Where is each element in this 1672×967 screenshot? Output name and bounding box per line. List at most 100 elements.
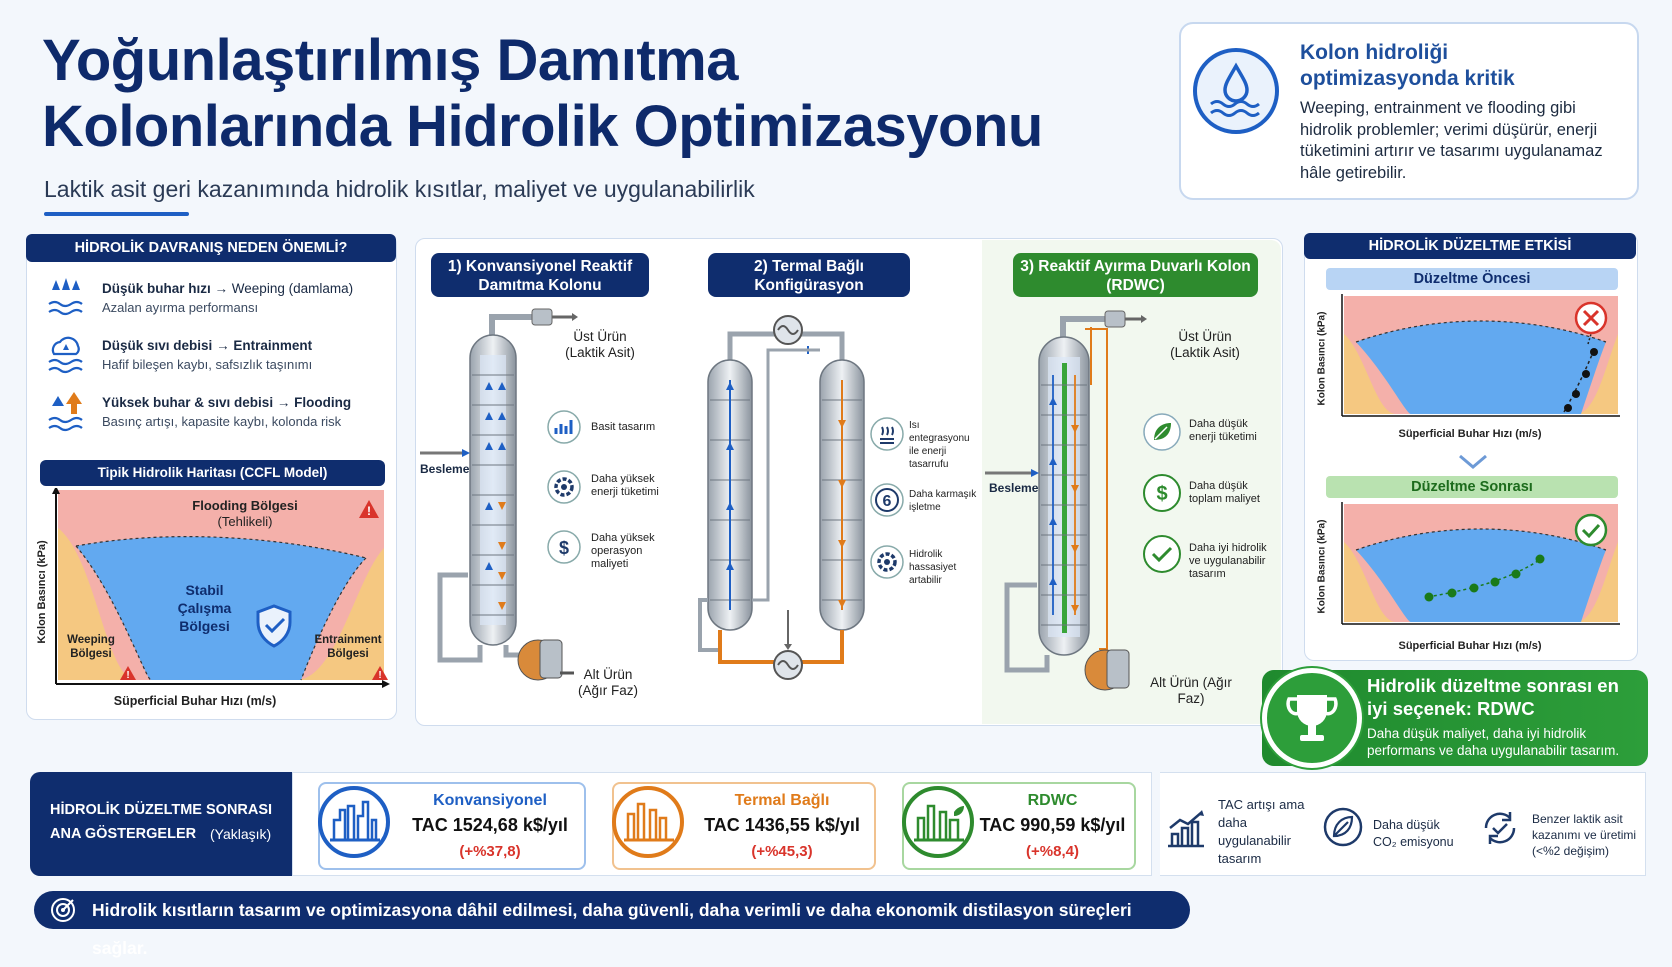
kpi-label-main: HİDROLİK DÜZELTME SONRASI ANA GÖSTERGELE… [50, 802, 273, 842]
kpi-extras-band [1160, 772, 1646, 876]
issue-3-effect: Flooding [294, 395, 352, 410]
svg-text:$: $ [559, 538, 569, 558]
rdwc-highlight-bg [982, 240, 1281, 724]
svg-text:!: ! [378, 670, 381, 681]
chevron-down-icon [1458, 454, 1488, 475]
config-3-bottom-product: Alt Ürün (Ağır Faz) [1150, 675, 1232, 706]
ccfl-stable-zone: Stabil Çalışma Bölgesi [177, 582, 232, 634]
kpi-2-pct: (+%45,3) [751, 843, 813, 860]
after-label: Düzeltme Sonrası [1326, 476, 1618, 498]
ccfl-entrainment-zone: Entrainment Bölgesi [314, 634, 382, 660]
ccfl-map-title: Tipik Hidrolik Haritası (CCFL Model) [40, 460, 385, 486]
config-1-feed: Besleme [420, 462, 470, 476]
complexity-icon: 6 [870, 483, 904, 522]
bar-chart-up-icon [1164, 806, 1208, 855]
ccfl-x-label: Süperficial Buhar Hızı (m/s) [113, 694, 277, 708]
before-y-label: Kolon Basıncı (kPa) [1316, 311, 1328, 406]
issue-1-cause-row: Düşük buhar hızı → Weeping (damlama) [102, 281, 354, 296]
config-3-feed: Besleme [989, 481, 1039, 495]
svg-text:!: ! [126, 670, 129, 681]
after-chart [1326, 502, 1620, 637]
target-icon [50, 897, 76, 936]
gear-icon [547, 470, 581, 509]
config-2-note-3: Hidrolik hassasiyet artabilir [909, 549, 957, 586]
kpi-label-note: (Yaklaşık) [210, 826, 272, 842]
right-panel-title: HİDROLİK DÜZELTME ETKİSİ [1304, 233, 1636, 259]
callout-heading: Kolon hidroliği optimizasyonda kritik [1300, 41, 1515, 90]
issue-3-desc: Basınç artışı, kapasite kaybı, kolonda r… [102, 414, 342, 429]
best-option-heading: Hidrolik düzeltme sonrası en iyi seçenek… [1367, 675, 1619, 719]
dollar-icon: $ [547, 530, 581, 569]
issue-2-cause: Düşük sıvı debisi [102, 338, 213, 353]
refinery-blue-icon [318, 786, 390, 858]
footer-bar: Hidrolik kısıtların tasarım ve optimizas… [34, 891, 1190, 958]
issue-2-effect: Entrainment [233, 338, 313, 353]
dollar-green-icon: $ [1143, 474, 1181, 517]
svg-text:$: $ [1156, 483, 1167, 505]
leaf-icon [1143, 413, 1181, 456]
title-underline [44, 212, 189, 216]
config-1-note-2: Daha yüksek enerji tüketimi [591, 473, 659, 498]
kpi-3-tac: TAC 990,59 k$/yıl [979, 815, 1126, 835]
config-3-top-product: Üst Ürün (Laktik Asit) [1170, 329, 1240, 360]
ccfl-weeping-zone: Weeping Bölgesi [67, 634, 115, 660]
check-icon [1143, 535, 1181, 578]
config-3-note-1: Daha düşük enerji tüketimi [1189, 418, 1257, 443]
kpi-1-tac: TAC 1524,68 k$/yıl [412, 815, 568, 835]
config-1-bottom-product: Alt Ürün (Ağır Faz) [577, 667, 638, 698]
kpi-3-pct: (+%8,4) [1026, 843, 1079, 860]
best-option-text: Daha düşük maliyet, daha iyi hidrolik pe… [1367, 726, 1620, 758]
kpi-3-name: RDWC [1027, 792, 1078, 809]
before-x-label: Süperficial Buhar Hızı (m/s) [1398, 428, 1542, 440]
cycle-check-icon [1478, 806, 1522, 855]
kpi-2-tac: TAC 1436,55 k$/yıl [704, 815, 860, 835]
config-1-note-3: Daha yüksek operasyon maliyeti [591, 532, 655, 570]
kpi-1-name: Konvansiyonel [433, 792, 547, 809]
rdwc-column-diagram [985, 305, 1165, 710]
extra-3: Benzer laktik asit kazanımı ve üretimi (… [1532, 812, 1637, 858]
config-1-note-1: Basit tasarım [591, 421, 656, 433]
page-title: Yoğunlaştırılmış Damıtma Kolonlarında Hi… [42, 28, 1043, 159]
after-y-label: Kolon Basıncı (kPa) [1316, 519, 1328, 614]
before-label: Düzeltme Öncesi [1326, 268, 1618, 290]
flooding-icon [46, 390, 86, 439]
before-chart [1326, 294, 1620, 429]
page-subtitle: Laktik asit geri kazanımında hidrolik kı… [44, 176, 755, 202]
ccfl-map: ! ! ! [36, 486, 391, 703]
config-2-title: 2) Termal Bağlı Konfigürasyon [708, 253, 910, 297]
leaf-circle-icon [1322, 806, 1364, 853]
thermally-coupled-diagram [690, 310, 880, 695]
issue-2-cause-row: Düşük sıvı debisi → Entrainment [102, 338, 313, 353]
kpi-label-block: HİDROLİK DÜZELTME SONRASI ANA GÖSTERGELE… [30, 772, 292, 876]
issue-2-desc: Hafif bileşen kaybı, safsızlık taşınımı [102, 357, 313, 372]
config-1-top-product: Üst Ürün (Laktik Asit) [565, 329, 635, 360]
water-drop-icon [1193, 48, 1279, 134]
issue-3-cause-row: Yüksek buhar & sıvı debisi → Flooding [102, 395, 352, 410]
svg-text:6: 6 [883, 493, 892, 510]
left-panel-title: HİDROLİK DAVRANIŞ NEDEN ÖNEMLİ? [26, 234, 396, 262]
heat-integration-icon [870, 417, 904, 456]
simple-design-icon [547, 410, 581, 449]
callout-text: Weeping, entrainment ve flooding gibi hi… [1300, 99, 1603, 182]
extra-2: Daha düşük CO₂ emisyonu [1373, 818, 1454, 849]
config-2-note-1: Isı entegrasyonu ile enerji tasarrufu [909, 420, 970, 470]
refinery-green-icon [902, 786, 974, 858]
kpi-1-pct: (+%37,8) [459, 843, 521, 860]
footer-text: Hidrolik kısıtların tasarım ve optimizas… [92, 900, 1132, 958]
issue-1-cause: Düşük buhar hızı [102, 281, 211, 296]
ccfl-y-label: Kolon Basıncı (kPa) [36, 540, 48, 644]
svg-text:!: ! [367, 504, 371, 518]
conventional-column-diagram [420, 305, 590, 700]
ccfl-flooding-zone: Flooding Bölgesi(Tehlikeli) [192, 498, 298, 529]
trophy-icon [1262, 668, 1362, 768]
config-1-title: 1) Konvansiyonel Reaktif Damıtma Kolonu [431, 253, 649, 297]
sensitivity-gear-icon [870, 545, 904, 584]
issue-3-cause: Yüksek buhar & sıvı debisi [102, 395, 274, 410]
weeping-icon [46, 276, 86, 323]
refinery-orange-icon [612, 786, 684, 858]
issue-1-effect: Weeping (damlama) [231, 281, 354, 296]
config-2-note-2: Daha karmaşık işletme [909, 489, 977, 513]
config-3-title: 3) Reaktif Ayırma Duvarlı Kolon (RDWC) [1013, 253, 1258, 297]
config-3-note-3: Daha iyi hidrolik ve uygulanabilir tasar… [1189, 542, 1267, 580]
entrainment-icon [46, 332, 86, 381]
